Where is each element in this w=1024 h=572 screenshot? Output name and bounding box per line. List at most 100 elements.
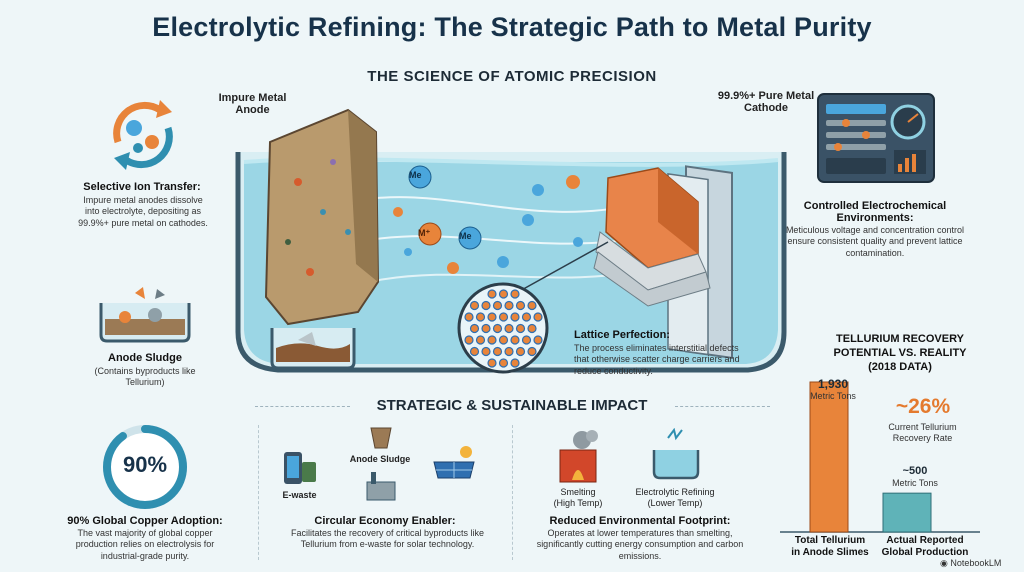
lattice-atom	[469, 300, 480, 311]
sludge-title: Anode Sludge	[108, 352, 182, 364]
refining-label: Electrolytic Refining	[635, 487, 715, 497]
brand-label: ◉ NotebookLM	[940, 558, 1001, 569]
bar-total-tellurium	[809, 381, 849, 533]
lattice-atom	[515, 323, 526, 334]
lattice-diagram	[457, 282, 549, 374]
tellurium-big-unit: Metric Tons	[810, 391, 856, 401]
bar-actual-production	[882, 492, 932, 533]
anode-label: Impure Metal Anode	[218, 92, 287, 116]
selective-title: Selective Ion Transfer:	[83, 181, 201, 193]
selective-text: Impure metal anodes dissolve into electr…	[78, 195, 208, 228]
tellurium-title-2: POTENTIAL VS. REALITY	[833, 347, 967, 359]
sludge-text: (Contains byproducts like Tellurium)	[94, 366, 196, 388]
adoption-ring-arc	[103, 425, 187, 509]
tellurium-small-unit: Metric Tons	[892, 478, 938, 488]
refining-cell-icon	[652, 428, 700, 480]
lattice-atom	[464, 312, 474, 322]
lattice-atom	[504, 346, 514, 357]
lattice-atom	[515, 346, 526, 357]
lattice-atom	[498, 312, 509, 322]
lattice-atom	[521, 335, 532, 345]
lattice-atom	[475, 312, 486, 322]
tellurium-cat2-line1: Actual Reported	[886, 535, 964, 546]
lattice-atom	[475, 335, 486, 345]
ewaste-icon	[284, 452, 316, 484]
recycle-arrows-icon	[113, 100, 173, 170]
brand-icon: ◉	[940, 558, 951, 568]
ion-label-2: Me	[459, 231, 472, 241]
electrolysis-tank-illustration	[235, 108, 787, 373]
lattice-atom	[469, 346, 480, 357]
circular-sludge-label: Anode Sludge	[349, 454, 411, 464]
sludge-collector-icon	[270, 328, 356, 370]
science-heading: THE SCIENCE OF ATOMIC PRECISION	[367, 68, 657, 85]
tellurium-cat1-line2: in Anode Slimes	[791, 547, 869, 558]
lattice-atom	[533, 312, 543, 322]
divider-left	[255, 406, 350, 407]
control-panel-icon	[817, 93, 935, 183]
lattice-text: The process eliminates interstitial defe…	[574, 343, 740, 376]
circular-text: Facilitates the recovery of critical byp…	[290, 528, 485, 550]
lattice-atom	[515, 300, 526, 311]
circular-title: Circular Economy Enabler:	[314, 515, 456, 527]
lattice-atom	[498, 289, 509, 299]
lattice-title: Lattice Perfection:	[574, 329, 670, 341]
lattice-atom	[510, 289, 520, 299]
lattice-atom	[527, 323, 537, 334]
footprint-text: Operates at lower temperatures than smel…	[536, 528, 744, 561]
tellurium-rate-value: ~26%	[895, 395, 951, 418]
factory-icon	[366, 472, 396, 501]
lattice-atom	[492, 346, 503, 357]
ion-label-3: M⁺	[418, 228, 431, 238]
brand-text: NotebookLM	[950, 558, 1002, 568]
lattice-atom	[481, 323, 491, 334]
refining-sub: (Lower Temp)	[647, 498, 703, 508]
tellurium-rate-label-2: Recovery Rate	[892, 433, 953, 443]
adoption-text: The vast majority of global copper produ…	[75, 528, 215, 561]
tellurium-cat2-line2: Global Production	[881, 547, 969, 558]
lattice-atom	[504, 300, 514, 311]
lattice-atom	[510, 358, 520, 368]
lattice-atom	[504, 323, 514, 334]
cathode-label: 99.9%+ Pure Metal Cathode	[717, 90, 815, 114]
adoption-title: 90% Global Copper Adoption:	[67, 515, 223, 527]
tellurium-small-value: ~500	[902, 465, 928, 477]
tellurium-title-1: TELLURIUM RECOVERY	[836, 333, 964, 345]
page-title: Electrolytic Refining: The Strategic Pat…	[152, 12, 872, 42]
sludge-tray-icon	[99, 287, 191, 343]
divider-v2	[512, 425, 513, 560]
lattice-atom	[510, 312, 520, 322]
controlled-title: Controlled Electrochemical Environments:	[803, 200, 947, 224]
ion-label-1: Me	[409, 170, 422, 180]
lattice-atom	[533, 335, 543, 345]
solar-panel-icon	[433, 446, 475, 479]
lattice-atom	[464, 335, 474, 345]
tellurium-big-value: 1,930	[817, 377, 849, 391]
tellurium-cat1-line1: Total Tellurium	[794, 535, 866, 546]
lattice-atom	[521, 312, 532, 322]
divider-right	[675, 406, 770, 407]
lattice-atom	[487, 289, 497, 299]
lattice-atom	[481, 346, 491, 357]
tellurium-chart	[780, 381, 980, 533]
lattice-atom	[487, 312, 497, 322]
crucible-icon	[370, 427, 392, 449]
smelting-label: Smelting	[560, 487, 596, 497]
lattice-atom	[527, 346, 537, 357]
controlled-text: Meticulous voltage and concentration con…	[785, 225, 965, 258]
divider-v1	[258, 425, 259, 560]
ewaste-label: E-waste	[282, 490, 317, 500]
impact-heading: STRATEGIC & SUSTAINABLE IMPACT	[376, 397, 648, 414]
lattice-atom	[498, 358, 509, 368]
tellurium-title-3: (2018 DATA)	[868, 361, 932, 373]
lattice-atom	[498, 335, 509, 345]
lattice-atom	[510, 335, 520, 345]
lattice-atom	[487, 335, 497, 345]
adoption-value: 90%	[122, 452, 168, 477]
lattice-atom	[487, 358, 497, 368]
smelting-sub: (High Temp)	[553, 498, 603, 508]
lattice-atom	[481, 300, 491, 311]
footprint-title: Reduced Environmental Footprint:	[549, 515, 731, 527]
lattice-atom	[492, 323, 503, 334]
tellurium-rate-label-1: Current Tellurium	[888, 422, 957, 432]
